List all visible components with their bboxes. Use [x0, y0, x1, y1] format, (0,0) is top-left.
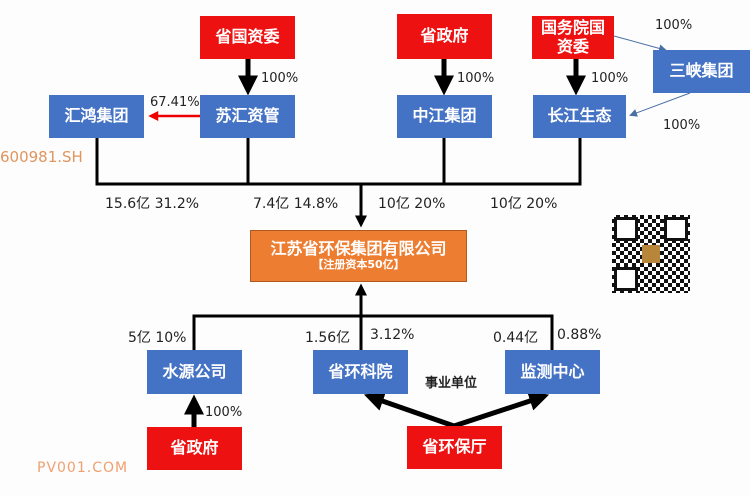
state-changjiang-stake: 100%: [591, 71, 629, 86]
public-institution-label: 事业单位: [425, 376, 478, 391]
stake-suhui: 7.4亿 14.8%: [253, 196, 339, 212]
sanxia-box: 三峡集团: [653, 50, 750, 93]
kexueyuan-amount: 1.56亿: [305, 330, 351, 346]
watermark: PV001.COM: [37, 460, 129, 476]
province-gov-box: 省政府: [397, 14, 492, 59]
gov-zhongjiang-stake: 100%: [457, 71, 495, 86]
sasac-suhui-stake: 100%: [261, 71, 299, 86]
jiangsu-env-group-box: 江苏省环保集团有限公司 【注册资本50亿】: [250, 230, 467, 282]
province-gov-bottom-box: 省政府: [147, 427, 242, 470]
center-capital: 【注册资本50亿】: [312, 257, 405, 271]
sanxia-changjiang-stake: 100%: [663, 118, 701, 133]
suhui-box: 苏汇资管: [200, 95, 295, 138]
kexueyuan-pct: 3.12%: [370, 327, 415, 343]
jiance-pct: 0.88%: [557, 327, 602, 343]
env-department-box: 省环保厅: [407, 426, 502, 469]
province-sasac-box: 省国资委: [200, 16, 295, 59]
stake-shuiyuan: 5亿 10%: [128, 330, 187, 346]
stake-changjiang: 10亿 20%: [490, 196, 558, 212]
huihong-ticker: 600981.SH: [0, 148, 83, 166]
changjiang-box: 长江生态: [533, 95, 626, 138]
jiance-box: 监测中心: [505, 350, 600, 394]
shuiyuan-box: 水源公司: [147, 350, 242, 394]
stake-zhongjiang: 10亿 20%: [378, 196, 446, 212]
state-sasac-box: 国务院国资委: [532, 16, 614, 59]
center-name: 江苏省环保集团有限公司: [270, 239, 447, 259]
jiance-amount: 0.44亿: [493, 330, 539, 346]
gov-shuiyuan-stake: 100%: [205, 405, 243, 420]
suhui-huihong-stake: 67.41%: [150, 95, 200, 110]
zhongjiang-box: 中江集团: [397, 95, 492, 138]
stake-huihong: 15.6亿 31.2%: [105, 196, 200, 212]
kexueyuan-box: 省环科院: [313, 350, 408, 394]
qr-code: [612, 215, 690, 293]
huihong-box: 汇鸿集团: [49, 95, 144, 138]
state-sanxia-stake: 100%: [655, 18, 693, 33]
